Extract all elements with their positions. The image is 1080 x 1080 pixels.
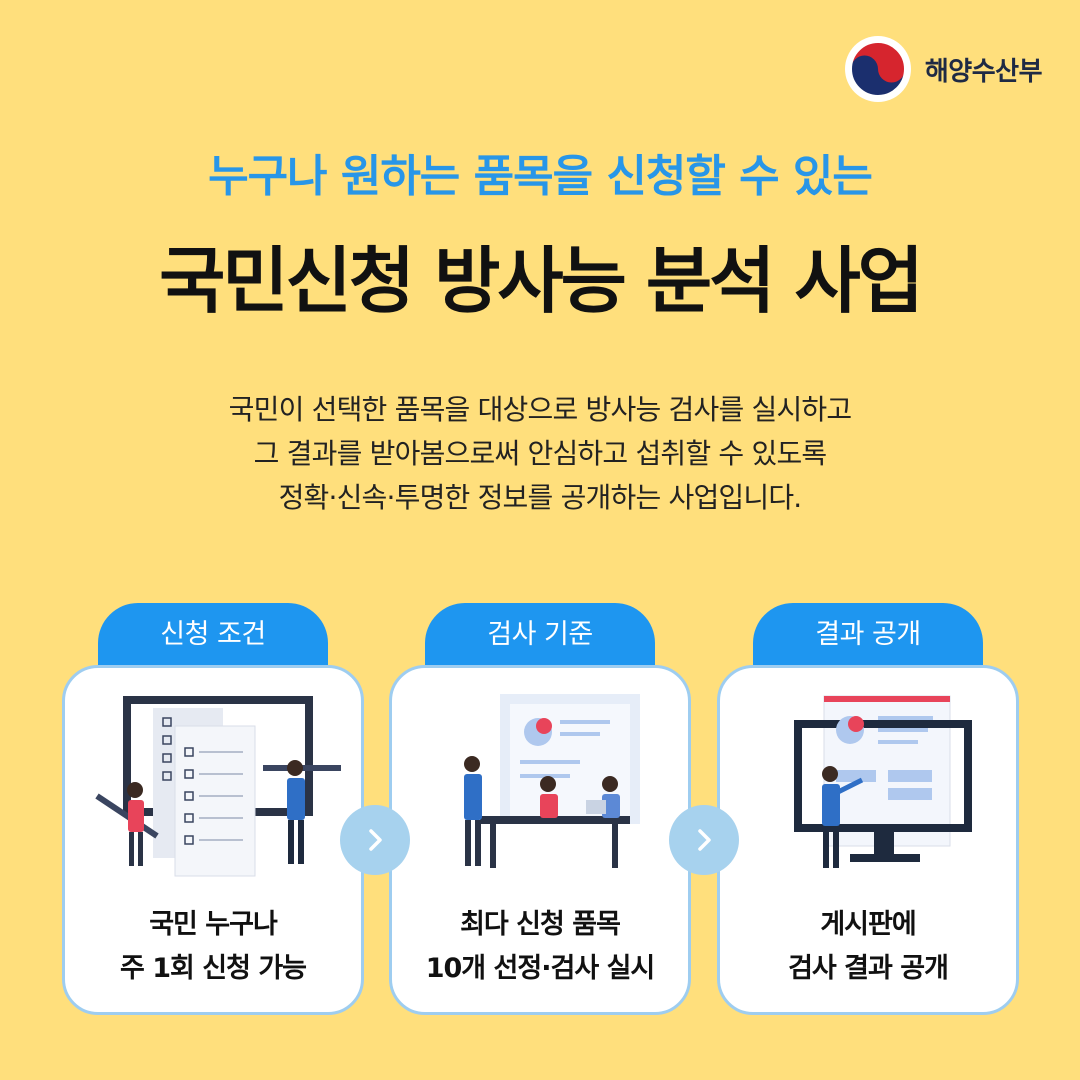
card-inspection-criteria: 검사 기준 최다 신청 품목 10개 선정·검사 실시 [389,603,691,1015]
card-body: 최다 신청 품목 10개 선정·검사 실시 [389,665,691,1015]
card-caption-line: 주 1회 신청 가능 [119,953,307,984]
next-arrow [340,805,410,875]
chevron-right-icon [369,829,382,851]
page-title: 국민신청 방사능 분석 사업 [159,239,924,323]
chevron-right-icon [698,829,711,851]
team-meeting-illustration [464,694,640,868]
card-caption: 국민 누구나 주 1회 신청 가능 [65,903,361,991]
presentation-board-illustration [794,695,972,868]
checklist-illustration [95,696,341,877]
card-caption-line: 10개 선정·검사 실시 [425,953,656,984]
next-arrow [669,805,739,875]
card-body: 게시판에 검사 결과 공개 [717,665,1019,1015]
description: 국민이 선택한 품목을 대상으로 방사능 검사를 실시하고 그 결과를 받아봄으… [0,388,1080,520]
card-caption-line: 국민 누구나 [149,909,278,940]
government-emblem-icon [844,36,911,102]
description-line: 정확·신속·투명한 정보를 공개하는 사업입니다. [278,481,803,514]
description-line: 국민이 선택한 품목을 대상으로 방사능 검사를 실시하고 [228,393,852,426]
ministry-logo: 해양수산부 [844,36,1043,102]
card-caption-line: 최다 신청 품목 [460,909,621,940]
card-caption: 게시판에 검사 결과 공개 [720,903,1016,991]
description-line: 그 결과를 받아봄으로써 안심하고 섭취할 수 있도록 [253,437,828,470]
ministry-name: 해양수산부 [924,56,1043,87]
card-caption: 최다 신청 품목 10개 선정·검사 실시 [392,903,688,991]
card-body: 국민 누구나 주 1회 신청 가능 [62,665,364,1015]
card-caption-line: 게시판에 [820,909,916,940]
card-caption-line: 검사 결과 공개 [788,953,949,984]
card-result-disclosure: 결과 공개 게시판에 검사 결과 공개 [717,603,1019,1015]
page-subtitle: 누구나 원하는 품목을 신청할 수 있는 [208,151,873,202]
card-application-condition: 신청 조건 [62,603,364,1015]
